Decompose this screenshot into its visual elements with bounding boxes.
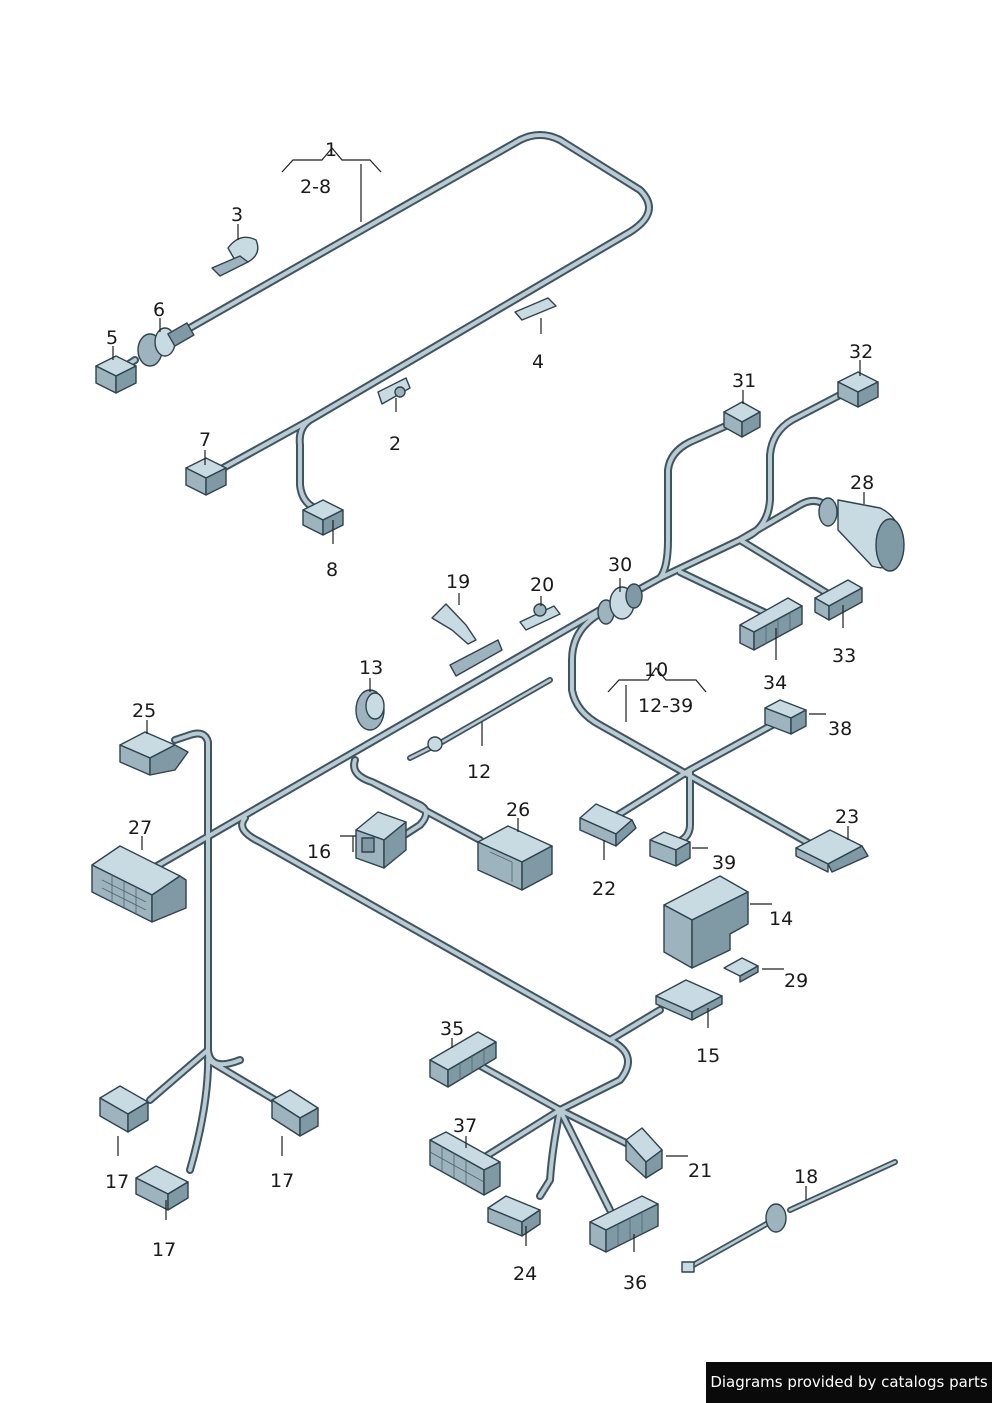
label-39: 39 bbox=[712, 852, 736, 874]
label-18: 18 bbox=[794, 1166, 818, 1188]
label-1: 1 bbox=[325, 139, 337, 161]
label-14: 14 bbox=[769, 908, 793, 930]
label-20: 20 bbox=[530, 574, 554, 596]
connector-part-25 bbox=[119, 731, 189, 776]
connector-part-39 bbox=[649, 831, 691, 867]
label-19: 19 bbox=[446, 571, 470, 593]
label-2: 2 bbox=[389, 433, 401, 455]
holder-part-4 bbox=[514, 297, 557, 321]
label-17-right: 17 bbox=[270, 1170, 294, 1192]
label-28: 28 bbox=[850, 472, 874, 494]
part-labels: 1 2-8 2 3 4 5 6 7 8 10 12-39 12 13 14 15… bbox=[105, 139, 874, 1294]
label-35: 35 bbox=[440, 1018, 464, 1040]
connector-part-27 bbox=[91, 845, 187, 923]
label-27: 27 bbox=[128, 817, 152, 839]
connector-part-5 bbox=[95, 355, 137, 394]
label-25: 25 bbox=[132, 700, 156, 722]
connector-part-36 bbox=[589, 1195, 659, 1253]
cable-tie-part-18 bbox=[681, 1159, 898, 1273]
connector-part-26 bbox=[477, 825, 553, 891]
connector-part-17-right bbox=[271, 1089, 319, 1137]
label-12: 12 bbox=[467, 761, 491, 783]
label-33: 33 bbox=[832, 645, 856, 667]
label-15: 15 bbox=[696, 1045, 720, 1067]
label-3: 3 bbox=[231, 204, 243, 226]
label-37: 37 bbox=[453, 1115, 477, 1137]
grommet-part-6 bbox=[137, 322, 195, 367]
label-21: 21 bbox=[688, 1160, 712, 1182]
label-7: 7 bbox=[199, 429, 211, 451]
main-harness-wires bbox=[146, 391, 844, 1214]
bracket-part-19 bbox=[431, 603, 503, 677]
label-32: 32 bbox=[849, 341, 873, 363]
credit-banner: Diagrams provided by catalogs parts bbox=[706, 1362, 992, 1403]
connector-part-32 bbox=[837, 371, 879, 408]
label-2-8-range: 2-8 bbox=[300, 176, 331, 198]
label-24: 24 bbox=[513, 1263, 537, 1285]
leader-lines bbox=[112, 147, 865, 1252]
clip-part-3 bbox=[211, 236, 259, 277]
connector-part-24 bbox=[487, 1195, 541, 1237]
connector-part-34 bbox=[739, 597, 803, 651]
connector-part-35 bbox=[429, 1031, 497, 1088]
connector-part-7 bbox=[185, 457, 227, 496]
label-29: 29 bbox=[784, 970, 808, 992]
clip-part-2 bbox=[377, 377, 411, 405]
label-23: 23 bbox=[835, 806, 859, 828]
label-16: 16 bbox=[307, 841, 331, 863]
fuse-part-29 bbox=[723, 957, 759, 983]
label-17-left: 17 bbox=[105, 1171, 129, 1193]
label-17-bottom: 17 bbox=[152, 1239, 176, 1261]
stud-part-20 bbox=[519, 603, 561, 631]
holder-part-15 bbox=[655, 979, 723, 1021]
label-36: 36 bbox=[623, 1272, 647, 1294]
label-8: 8 bbox=[326, 559, 338, 581]
connector-part-22 bbox=[579, 803, 637, 847]
connector-part-28 bbox=[818, 497, 905, 572]
connector-part-38 bbox=[764, 699, 807, 735]
connector-part-21 bbox=[625, 1127, 663, 1179]
connector-part-17-left bbox=[99, 1085, 149, 1133]
label-31: 31 bbox=[732, 370, 756, 392]
label-26: 26 bbox=[506, 799, 530, 821]
grommet-part-30 bbox=[597, 583, 643, 625]
label-38: 38 bbox=[828, 718, 852, 740]
label-34: 34 bbox=[763, 672, 787, 694]
upper-harness-wires bbox=[111, 131, 653, 514]
label-30: 30 bbox=[608, 554, 632, 576]
label-13: 13 bbox=[359, 657, 383, 679]
label-5: 5 bbox=[106, 327, 118, 349]
connector-part-33 bbox=[814, 579, 863, 621]
connector-part-23 bbox=[795, 829, 869, 873]
tape-part-13 bbox=[355, 689, 385, 731]
label-22: 22 bbox=[592, 878, 616, 900]
housing-part-16 bbox=[355, 811, 407, 869]
connector-part-37 bbox=[429, 1131, 501, 1196]
connector-part-17-bottom bbox=[135, 1165, 189, 1211]
connector-part-31 bbox=[723, 401, 761, 438]
cover-part-14 bbox=[663, 875, 749, 969]
label-10: 10 bbox=[644, 659, 668, 681]
cable-tie-part-12 bbox=[407, 677, 553, 761]
label-12-39-range: 12-39 bbox=[638, 695, 693, 717]
label-6: 6 bbox=[153, 299, 165, 321]
label-4: 4 bbox=[532, 351, 544, 373]
